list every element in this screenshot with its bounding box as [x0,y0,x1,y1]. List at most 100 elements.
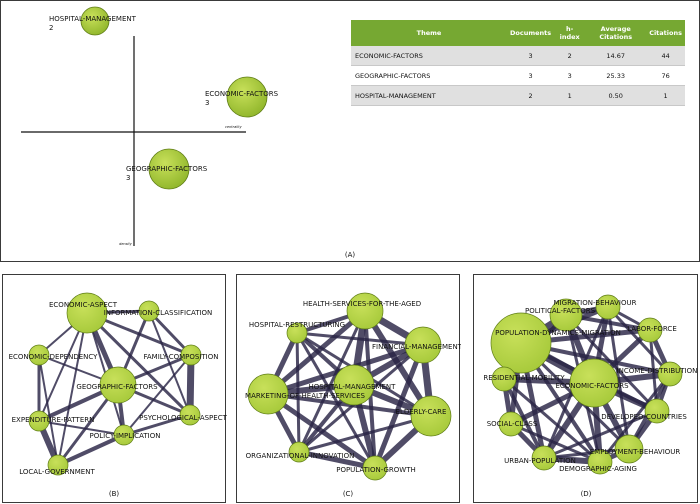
theme-bubble-hospital-management [80,6,110,36]
node-social-class [498,411,524,437]
node-label-family-composition: FAMILY-COMPOSITION [144,353,219,361]
node-label-elderly-care: ELDERLY-CARE [396,408,447,416]
node-psychological-aspect [179,404,201,426]
node-geographic-factors [99,366,137,404]
node-family-composition [180,344,202,366]
theme-count-economic-factors: 3 [205,99,209,107]
node-health-services-for-the-aged [346,292,384,330]
node-financial-management [404,326,442,364]
network-edge [266,392,433,418]
network-edge [57,312,88,466]
strategic-map: centrality density HOSPITAL-MANAGEMENT 2… [21,6,279,246]
node-income-distribution [657,361,683,387]
network-edge [38,354,59,466]
x-axis-label: centrality [225,125,243,129]
cell-documents: 3 [507,65,555,86]
column-header-h-index: h-index [554,20,586,46]
caption-b: (B) [108,490,120,498]
theme-count-hospital-management: 2 [49,24,53,32]
network-edge [123,354,192,436]
node-economic-dependency [28,344,50,366]
node-migration-behaviour [595,294,621,320]
theme-performance-table: Theme Documents h-index Average Citation… [351,20,685,106]
network-graph-d: MIGRATION-BEHAVIOURPOLITICAL-FACTORSPOPU… [483,294,698,475]
network-panel-c: HEALTH-SERVICES-FOR-THE-AGED HOSPITAL-RES… [236,274,461,503]
y-axis-label: density [119,242,133,246]
node-label-income-distribution: INCOME-DISTRIBUTION [617,367,698,375]
network-graph-b: ECONOMIC-ASPECTINFORMATION-CLASSIFICATIO… [9,292,227,476]
node-economic-factors [569,358,619,408]
theme-label-hospital-management: HOSPITAL-MANAGEMENT [49,15,137,23]
node-label-demographic-aging: DEMOGRAPHIC-AGING [559,465,637,473]
strategic-diagram-panel: centrality density HOSPITAL-MANAGEMENT 2… [0,0,700,262]
cell-theme: ECONOMIC-FACTORS [351,46,507,66]
network-edge [56,433,126,467]
node-information-classification [138,300,160,322]
node-label-employment-behaviour: EMPLOYMENT-BEHAVIOUR [590,448,681,456]
node-label-expenditure-pattern: EXPENDITURE-PATTERN [12,416,95,424]
theme-count-geographic-factors: 3 [126,174,130,182]
node-label-health-services-for-the-aged: HEALTH-SERVICES-FOR-THE-AGED [303,300,421,308]
node-urban-population [531,445,557,471]
network-edge [296,449,378,471]
caption-d: (D) [580,490,592,498]
node-political-factors [549,298,583,332]
node-label-social-class: SOCIAL-CLASS [487,420,538,428]
node-label-developed-countries: DEVELOPED-COUNTRIES [601,413,687,421]
network-edge [85,311,192,417]
node-local-government [47,454,69,476]
cell-theme: HOSPITAL-MANAGEMENT [351,85,507,106]
theme-label-economic-factors: ECONOMIC-FACTORS [205,90,279,98]
node-label-hospital-management: HOSPITAL-MANAGEMENT [309,383,397,391]
network-edge [362,308,434,419]
network-edge [509,422,602,464]
cell-average-citations: 14.67 [585,46,647,66]
network-edge [502,377,602,464]
network-edge [38,420,125,436]
node-label-economic-factors: ECONOMIC-FACTORS [555,382,629,390]
column-header-documents: Documents [507,20,555,46]
column-header-average-citations: Average Citations [585,20,647,46]
cell-average-citations: 0.50 [585,85,647,106]
node-expenditure-pattern [28,410,50,432]
theme-label-geographic-factors: GEOGRAPHIC-FACTORS [126,165,208,173]
cell-citations: 44 [646,46,685,66]
network-graph-c: HEALTH-SERVICES-FOR-THE-AGED HOSPITAL-RES… [245,292,461,481]
theme-bubble-geographic-factors [148,148,190,190]
node-label-labor-force: LABOR-FORCE [627,325,677,333]
network-edge [598,372,672,464]
node-marketing-of-health-services [247,373,289,415]
table-row: ECONOMIC-FACTORS 3 2 14.67 44 [351,46,685,66]
node-label-geographic-factors: GEOGRAPHIC-FACTORS [76,383,158,391]
cell-documents: 2 [507,85,555,106]
node-demographic-aging [587,449,613,475]
node-label-hospital-restructuring: HOSPITAL-RESTRUCTURING [249,321,345,329]
node-label-economic-aspect: ECONOMIC-ASPECT [49,301,118,309]
cell-theme: GEOGRAPHIC-FACTORS [351,65,507,86]
node-label-urban-population: URBAN-POPULATION [504,457,576,465]
cell-h-index: 3 [554,65,586,86]
node-hospital-management [333,364,375,406]
cell-citations: 76 [646,65,685,86]
network-edge [265,391,378,471]
node-labor-force [637,317,663,343]
node-label-political-factors: POLITICAL-FACTORS [525,307,596,315]
node-label-financial-management: FINANCIAL-MANAGEMENT [372,343,461,351]
network-edge [122,413,192,437]
node-organizational-innovation [288,441,310,463]
column-header-citations: Citations [646,20,685,46]
node-label-information-classification: INFORMATION-CLASSIFICATION [104,309,213,317]
caption-a: (A) [344,251,356,259]
node-label-local-government: LOCAL-GOVERNMENT [19,468,95,476]
network-edge [297,414,433,454]
network-edge [295,331,425,347]
caption-c: (C) [342,490,354,498]
node-label-migration-behaviour: MIGRATION-BEHAVIOUR [554,299,637,307]
node-label-population-growth: POPULATION-GROWTH [336,466,416,474]
node-label-organizational-innovation: ORGANIZATIONAL-INNOVATION [246,452,355,460]
cell-h-index: 1 [554,85,586,106]
node-hospital-restructuring [286,322,308,344]
cell-documents: 3 [507,46,555,66]
